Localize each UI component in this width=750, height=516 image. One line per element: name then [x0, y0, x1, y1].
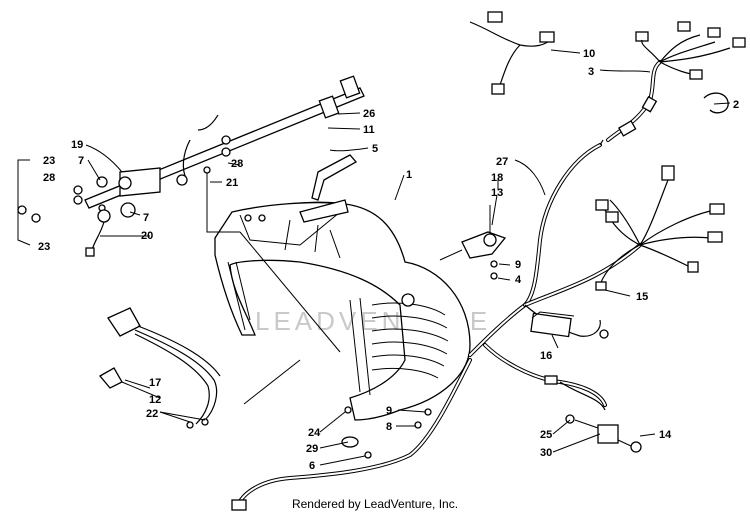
callout-30: 30: [540, 447, 552, 459]
wiring-harness: [231, 139, 642, 511]
callout-11: 11: [363, 124, 375, 136]
callout-7b: 7: [143, 212, 149, 224]
callout-9b: 9: [386, 405, 392, 417]
right-branch-harness: [595, 165, 725, 291]
callout-3: 3: [588, 66, 594, 78]
callout-21: 21: [226, 177, 238, 189]
callout-1: 1: [406, 169, 412, 181]
throttle-switch: [99, 307, 221, 429]
callout-28b: 28: [231, 158, 243, 170]
callout-labels: 1 2 3 4 5 6 7 7 8 9 9 10 11 12 13 14 15 …: [38, 48, 739, 472]
leader-lines: [17, 49, 731, 466]
callout-29: 29: [306, 443, 318, 455]
callout-23a: 23: [43, 155, 55, 167]
callout-20: 20: [141, 230, 153, 242]
callout-26: 26: [363, 108, 375, 120]
callout-4: 4: [515, 274, 522, 286]
upper-harness: [469, 11, 746, 142]
callout-24: 24: [308, 427, 321, 439]
callout-7a: 7: [78, 155, 84, 167]
callout-2: 2: [733, 99, 739, 111]
callout-6: 6: [309, 460, 315, 472]
callout-16: 16: [540, 350, 552, 362]
callout-12: 12: [149, 394, 161, 406]
callout-10: 10: [583, 48, 595, 60]
callout-14: 14: [659, 429, 672, 441]
callout-15: 15: [636, 291, 648, 303]
voltage-regulator: [559, 381, 642, 453]
callout-17: 17: [149, 377, 161, 389]
callout-22: 22: [146, 408, 158, 420]
callout-27: 27: [496, 156, 508, 168]
callout-25: 25: [540, 429, 552, 441]
callout-28a: 28: [43, 172, 55, 184]
mount-bracket: [439, 205, 507, 280]
gauge-bracket: [311, 154, 358, 201]
relay-block: [530, 312, 572, 338]
callout-5: 5: [372, 143, 378, 155]
handlebar-bar: [17, 75, 365, 257]
footer-credit: Rendered by LeadVenture, Inc.: [291, 497, 459, 511]
callout-13: 13: [491, 187, 503, 199]
callout-23b: 23: [38, 241, 50, 253]
callout-8: 8: [386, 421, 392, 433]
lower-fasteners: [341, 406, 432, 459]
callout-19: 19: [71, 139, 83, 151]
callout-18: 18: [491, 172, 503, 184]
callout-9a: 9: [515, 259, 521, 271]
